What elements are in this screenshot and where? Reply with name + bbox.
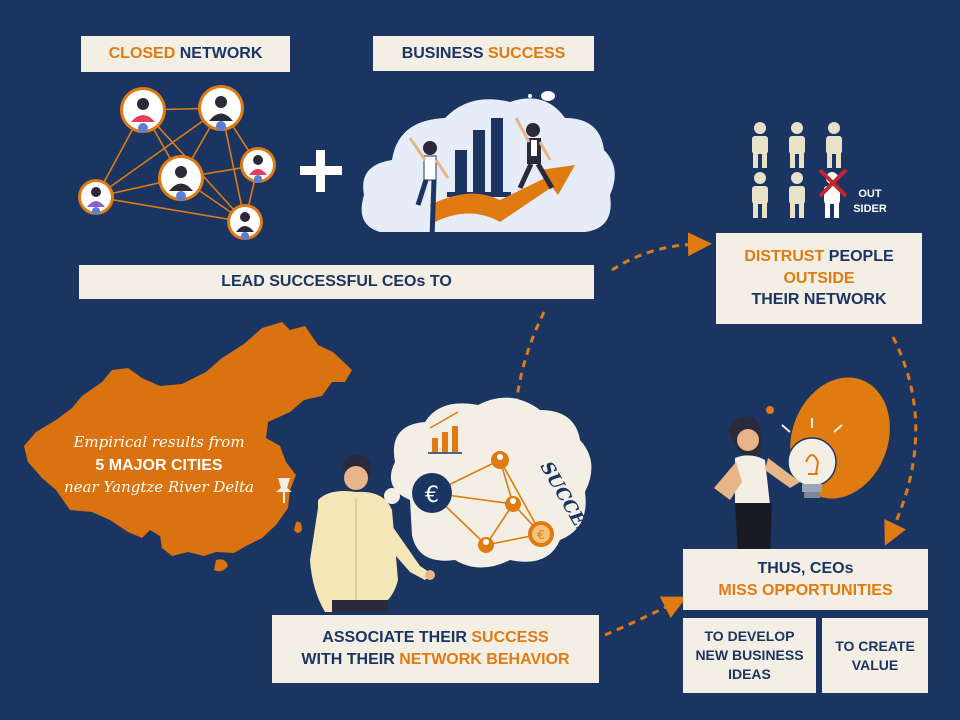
svg-text:€: € bbox=[425, 483, 439, 508]
network-node bbox=[478, 537, 494, 553]
taiwan bbox=[294, 521, 302, 533]
network-word: NETWORK bbox=[179, 45, 263, 63]
empirical-text: Empirical results from bbox=[73, 433, 245, 451]
arrow-to-opportunities bbox=[604, 596, 687, 637]
avatar bbox=[198, 85, 244, 131]
distrust-word: DISTRUST bbox=[744, 248, 825, 266]
network-node bbox=[491, 451, 509, 469]
create-value-box: TO CREATE VALUE bbox=[822, 618, 928, 693]
hainan bbox=[214, 559, 228, 572]
cross-icon bbox=[818, 168, 848, 198]
leaf-icon bbox=[541, 91, 555, 101]
their-network-text: THEIR NETWORK bbox=[751, 291, 887, 309]
avatar bbox=[78, 179, 114, 215]
avatar bbox=[120, 87, 166, 133]
flow-arrows bbox=[503, 232, 918, 637]
china-caption: Empirical results from 5 MAJOR CITIES ne… bbox=[24, 432, 294, 499]
person-jumping bbox=[408, 137, 450, 239]
develop-ideas-box: TO DEVELOP NEW BUSINESS IDEAS bbox=[683, 618, 816, 693]
develop-line-2: NEW BUSINESS bbox=[695, 647, 804, 664]
network-graph bbox=[78, 85, 276, 240]
thus-box: THUS, CEOs MISS OPPORTUNITIES bbox=[683, 549, 928, 610]
network-node bbox=[505, 496, 521, 512]
associate-text-1: ASSOCIATE THEIR bbox=[322, 629, 467, 647]
celebration-illustration bbox=[361, 91, 615, 239]
associate-network-behavior: NETWORK BEHAVIOR bbox=[399, 651, 570, 668]
pin-icon bbox=[276, 478, 292, 503]
develop-line-3: IDEAS bbox=[728, 665, 771, 682]
arrow-to-thought bbox=[503, 311, 546, 430]
woman-figure bbox=[714, 416, 800, 555]
thought-cloud: € € SUCCESS bbox=[370, 397, 602, 568]
associate-box: ASSOCIATE THEIR SUCCESS WITH THEIR NETWO… bbox=[272, 615, 599, 683]
miss-opportunities-text: MISS OPPORTUNITIES bbox=[718, 581, 893, 599]
create-line-2: VALUE bbox=[851, 656, 899, 673]
avatar bbox=[240, 147, 276, 183]
arrow-to-thus bbox=[884, 336, 918, 546]
business-success-box: BUSINESS SUCCESS bbox=[373, 36, 594, 71]
avatar bbox=[158, 155, 204, 201]
coin-icon: € bbox=[528, 521, 554, 547]
develop-line-1: TO DEVELOP bbox=[704, 628, 795, 645]
create-line-1: TO CREATE bbox=[835, 637, 915, 654]
associate-text-2: WITH THEIR bbox=[301, 651, 395, 668]
closed-network-box: CLOSED NETWORK bbox=[81, 36, 290, 72]
thinking-man bbox=[310, 454, 435, 612]
yangtze-text: near Yangtze River Delta bbox=[64, 477, 254, 496]
business-word: BUSINESS bbox=[401, 44, 484, 62]
outsider-label-2: SIDER bbox=[853, 203, 887, 215]
avatar bbox=[227, 204, 263, 240]
associate-success: SUCCESS bbox=[471, 629, 549, 647]
lead-text: LEAD SUCCESSFUL CEOs TO bbox=[221, 273, 452, 291]
plus-icon bbox=[300, 150, 342, 192]
lead-successful-box: LEAD SUCCESSFUL CEOs TO bbox=[79, 265, 594, 299]
distrust-box: DISTRUST PEOPLE OUTSIDE THEIR NETWORK bbox=[716, 233, 922, 324]
outsider-label-1: OUT bbox=[858, 188, 882, 200]
closed-word: CLOSED bbox=[108, 45, 176, 63]
people-word: PEOPLE bbox=[828, 248, 894, 266]
svg-text:€: € bbox=[537, 528, 545, 542]
thus-text: THUS, CEOs bbox=[757, 559, 854, 577]
people-group-icon bbox=[752, 122, 848, 218]
arrow-to-distrust bbox=[611, 232, 712, 272]
major-cities-text: 5 MAJOR CITIES bbox=[95, 456, 223, 474]
success-word-box: SUCCESS bbox=[487, 44, 566, 62]
person-celebrating bbox=[514, 117, 555, 190]
outside-word: OUTSIDE bbox=[783, 269, 855, 287]
euro-icon: € bbox=[412, 473, 452, 513]
china-map bbox=[24, 322, 352, 556]
mini-chart-icon bbox=[428, 411, 462, 454]
lightbulb-icon bbox=[766, 377, 890, 499]
